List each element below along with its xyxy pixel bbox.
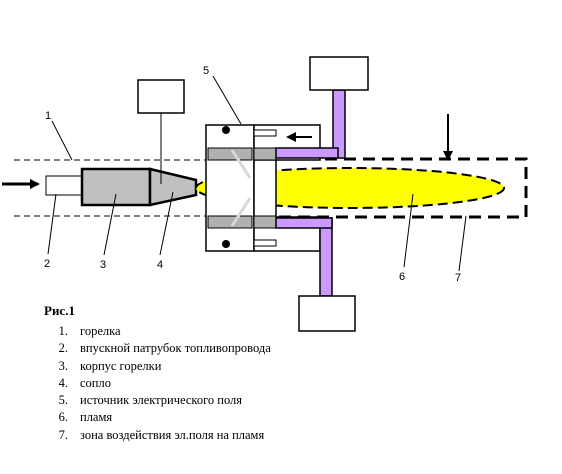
caption-title: Рис.1 [44, 303, 75, 318]
legend-item: 2. впускной патрубок топливопровода [44, 340, 271, 357]
legend-item: 7. зона воздействия эл.поля на пламя [44, 427, 271, 444]
legend-number: 3. [58, 358, 68, 373]
legend-item: 5. источник электрического поля [44, 392, 271, 409]
sensor-box [137, 79, 185, 114]
legend-number: 5. [58, 393, 68, 408]
legend-item: 1. горелка [44, 323, 271, 340]
leader-6 [403, 193, 414, 268]
figure-caption: Рис.1 1. горелка 2. впускной патрубок топл… [44, 303, 271, 444]
legend-list: 1. горелка 2. впускной патрубок топливопро… [44, 323, 271, 444]
nozzle [148, 167, 198, 207]
legend-item: 3. корпус горелки [44, 358, 271, 375]
power-box-bottom [298, 295, 356, 332]
leader-5 [212, 75, 242, 125]
legend-item: 4. сопло [44, 375, 271, 392]
legend-item: 6. пламя [44, 409, 271, 426]
electrode-rods [275, 89, 346, 297]
label-3: 3 [100, 259, 106, 271]
legend-number: 7. [58, 427, 68, 442]
legend-text: зона воздействия эл.поля на пламя [80, 427, 265, 442]
leader-1 [51, 120, 73, 161]
leader-4 [159, 191, 174, 256]
legend-text: источник электрического поля [80, 393, 243, 408]
label-6: 6 [399, 271, 405, 283]
legend-text: пламя [80, 410, 113, 425]
field-source-assembly [205, 124, 321, 252]
burner-body [80, 167, 152, 207]
label-7: 7 [455, 272, 461, 284]
label-5: 5 [203, 65, 209, 77]
legend-number: 1. [58, 324, 68, 338]
label-2: 2 [44, 258, 50, 270]
label-4: 4 [157, 259, 163, 271]
legend-text: впускной патрубок топливопровода [80, 341, 271, 356]
legend-text: горелка [80, 324, 121, 338]
power-box-top [309, 56, 369, 91]
legend-number: 4. [58, 375, 68, 390]
leader-7 [458, 215, 467, 272]
legend-text: сопло [80, 375, 111, 390]
field-zone-outline [266, 157, 528, 219]
leader-3 [103, 193, 117, 256]
leader-2 [47, 193, 57, 255]
inlet-pipe [45, 175, 83, 196]
legend-number: 6. [58, 410, 68, 425]
legend-number: 2. [58, 341, 68, 356]
legend-text: корпус горелки [80, 358, 162, 373]
label-1: 1 [45, 110, 51, 122]
